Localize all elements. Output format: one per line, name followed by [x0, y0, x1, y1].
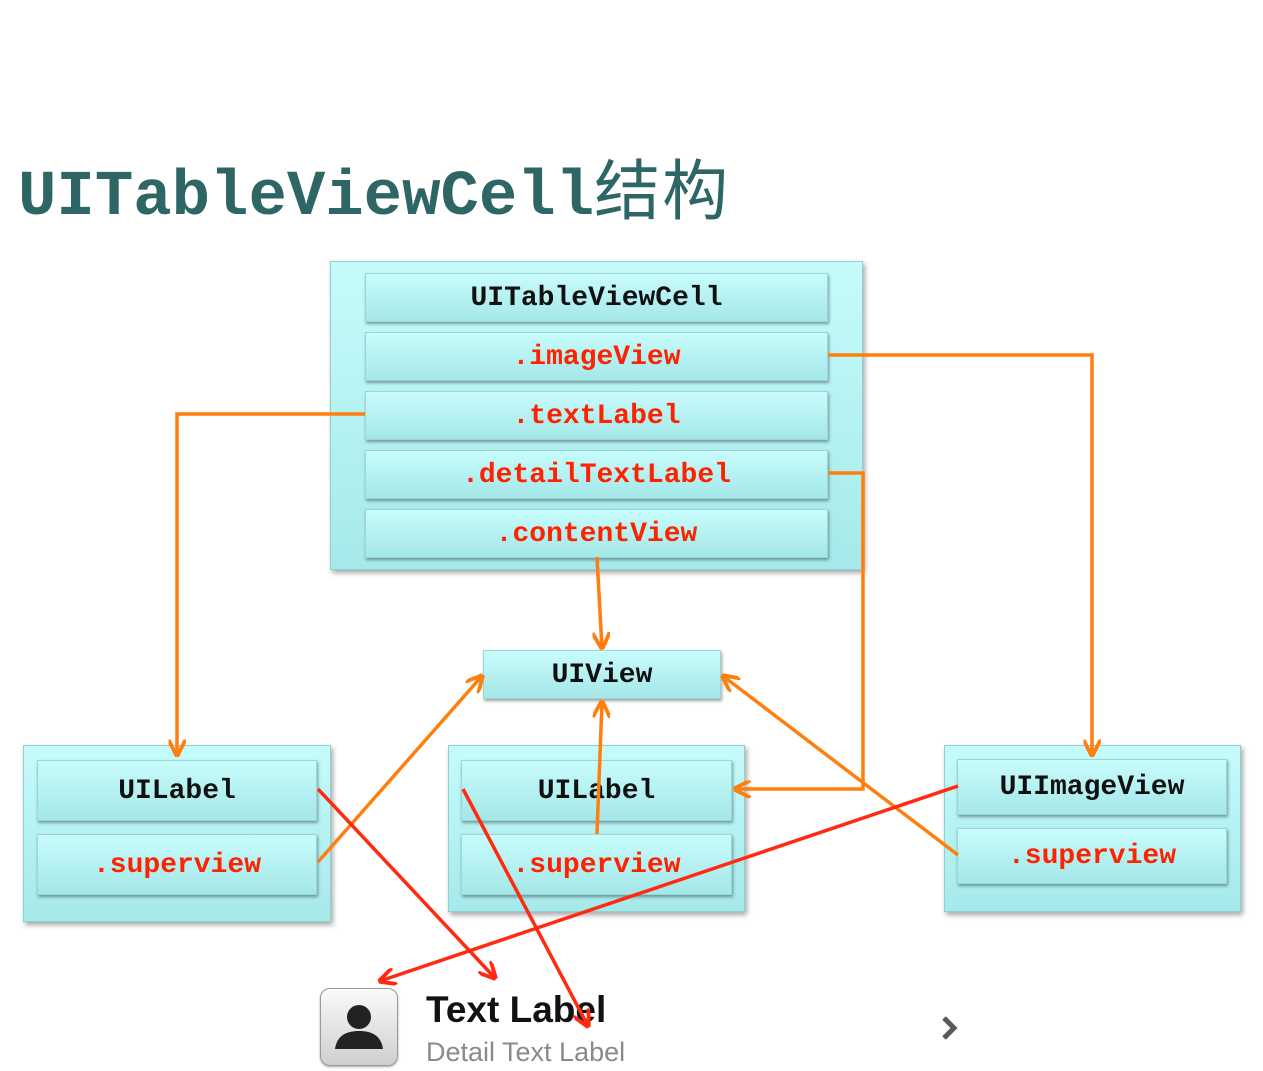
- content-view-property: .contentView: [365, 509, 828, 558]
- image-view-superview-property: .superview: [957, 828, 1227, 884]
- chevron-right-icon: [942, 1016, 958, 1040]
- title-cjk: 结构: [594, 153, 731, 230]
- arrow-text-label-to-left-label: [177, 412, 365, 755]
- arrow-image-view-to-uiimageview: [828, 353, 1092, 755]
- left-label-superview-property: .superview: [37, 834, 317, 895]
- cell-detail-text-label: Detail Text Label: [426, 1037, 626, 1067]
- title-latin: UITableViewCell: [18, 162, 595, 234]
- arrow-image-superview-to-uiview: [723, 676, 960, 857]
- middle-label-superview-property: .superview: [461, 834, 732, 895]
- person-silhouette-glyph: [335, 1005, 383, 1049]
- arrow-content-view-to-uiview: [597, 556, 602, 648]
- arrow-left-superview-to-uiview: [316, 676, 482, 864]
- page-title: UITableViewCell结构: [18, 152, 731, 234]
- image-view-property: .imageView: [365, 332, 828, 381]
- cell-class-box: UITableViewCell: [365, 273, 828, 322]
- arrow-middle-superview-to-uiview: [597, 702, 602, 835]
- text-label-property: .textLabel: [365, 391, 828, 440]
- detail-text-label-property: .detailTextLabel: [365, 450, 828, 499]
- arrow-detail-label-to-middle-label: [735, 471, 865, 789]
- arrow-middle-label-to-detail-label: [461, 788, 588, 1026]
- image-view-class-box: UIImageView: [957, 759, 1227, 815]
- arrow-imageview-to-icon: [380, 784, 959, 981]
- left-label-class-box: UILabel: [37, 760, 317, 821]
- arrow-left-label-to-text-label: [316, 787, 495, 978]
- person-silhouette-icon: [320, 988, 398, 1066]
